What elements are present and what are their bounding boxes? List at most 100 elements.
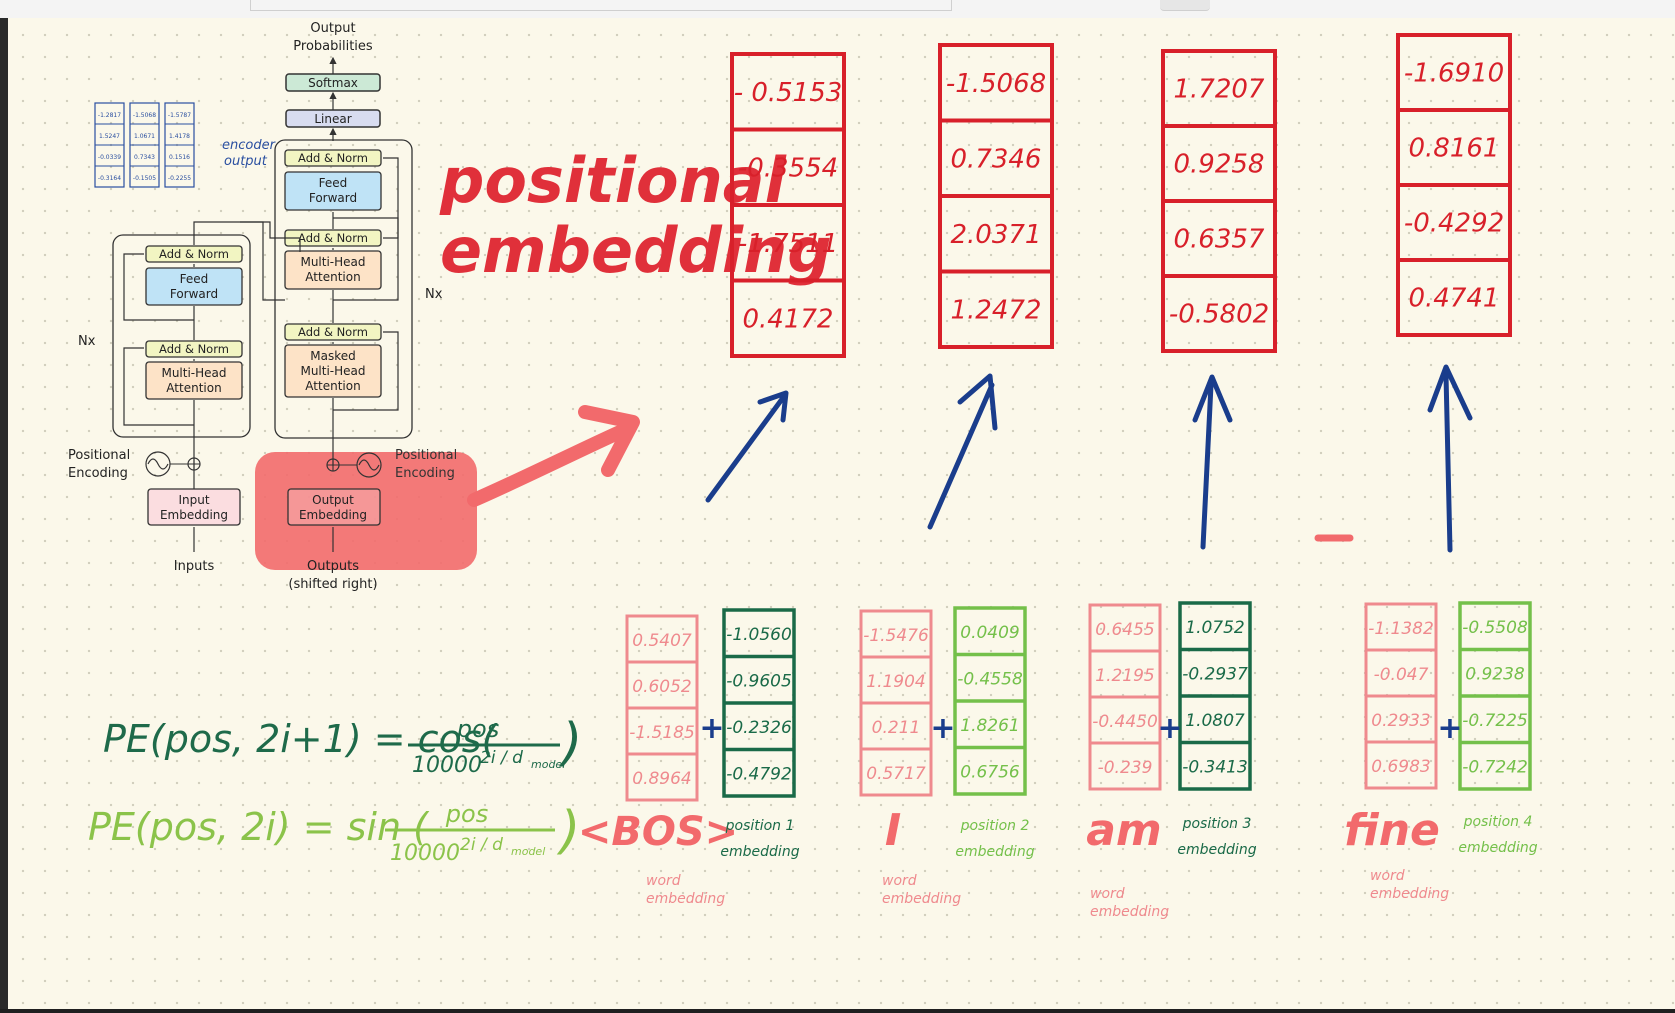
outputs-label: Outputs [307, 559, 359, 574]
output-vector-cell: 1.2472 [951, 295, 1042, 325]
encoder-feed-forward [145, 267, 243, 306]
transformer-diagram: Output Probabilities Softmax Linear Add … [68, 21, 477, 592]
softmax-label: Softmax [308, 76, 358, 90]
position-embedding-cell: 0.6756 [960, 763, 1020, 783]
input-embedding-label: Input [178, 493, 209, 507]
position-embedding-cell: -0.7242 [1462, 758, 1528, 778]
navy-arrows [705, 364, 1473, 553]
position-embedding-cell: -0.3413 [1182, 758, 1248, 778]
position-label: position 1 [725, 818, 795, 834]
softmax-block [285, 73, 381, 92]
decoder-add-norm-3-label: Add & Norm [298, 151, 368, 165]
encoder-add-norm-2-label: Add & Norm [159, 247, 229, 261]
navy-arrow-3 [1200, 382, 1214, 550]
position-embedding-cell: 0.9238 [1465, 665, 1525, 685]
plus-icon: + [699, 711, 724, 746]
mini-matrix-cell: 0.7343 [134, 154, 155, 161]
heading-positional: positional [439, 144, 787, 217]
decoder-mha-label-2: Attention [305, 270, 360, 284]
output-vector-cell: -0.5802 [1169, 300, 1269, 330]
word-embedding-label: word [882, 873, 917, 889]
word-embedding-cell: 0.6983 [1371, 757, 1430, 777]
mini-matrix-cell: -1.5068 [133, 112, 156, 119]
decoder-nx-label: Nx [425, 287, 443, 302]
toolbar-button[interactable] [1160, 0, 1210, 11]
navy-arrow-1 [705, 392, 788, 503]
decoder-pos-enc-label: Positional [395, 448, 457, 463]
output-vectors: - 0.5153-0.3554-1.75110.4172-1.50680.734… [730, 33, 1512, 358]
position-label-2: embedding [1177, 842, 1256, 858]
navy-arrowhead-1 [757, 390, 789, 423]
formula-cos-num: pos [456, 715, 499, 743]
position-embedding-vector: -1.0560-0.9605-0.2326-0.4792 [722, 608, 796, 798]
highlight-blob [255, 452, 477, 570]
mini-matrix-cell: 1.0671 [134, 133, 155, 140]
decoder-masked-label: Masked [310, 349, 355, 363]
encoder-add-norm-1-label: Add & Norm [159, 342, 229, 356]
word-embedding-label-2: embedding [646, 891, 725, 907]
position-embedding-cell: -0.5508 [1462, 618, 1528, 638]
mini-matrix-cell: 0.1516 [169, 154, 190, 161]
output-embedding-label: Output [312, 493, 354, 507]
toolbar-tool[interactable] [250, 0, 952, 11]
decoder-add-norm-1-label: Add & Norm [298, 325, 368, 339]
output-vector-cell: 0.4172 [743, 304, 834, 334]
position-embedding-cell: -0.9605 [726, 672, 792, 692]
navy-arrow-4 [1443, 372, 1453, 553]
position-embedding-cell: 1.0807 [1185, 711, 1245, 731]
word-embedding-cell: -0.4450 [1092, 712, 1158, 732]
outputs-label-2: (shifted right) [288, 577, 377, 592]
encoder-output-label-2: output [224, 154, 268, 169]
big-red-arrow [467, 425, 627, 507]
output-embedding-block [287, 488, 381, 526]
position-embedding-cell: 0.0409 [960, 623, 1019, 643]
token-column-3: 0.64551.2195-0.4450-0.2391.0752-0.29371.… [1086, 601, 1257, 920]
notebook-canvas: Output Probabilities Softmax Linear Add … [8, 18, 1675, 1009]
word-embedding-cell: 0.211 [872, 718, 921, 738]
mini-matrix-cell: 1.4178 [169, 133, 190, 140]
navy-arrowhead-3 [1192, 374, 1233, 423]
decoder-mha-label: Multi-Head [300, 255, 365, 269]
decoder-feed-forward-label: Feed [319, 176, 348, 190]
position-label-2: embedding [720, 844, 799, 860]
output-vector-cell: -1.6910 [1404, 59, 1504, 89]
output-vector-cell: -0.4292 [1404, 209, 1504, 239]
plus-icon: + [1437, 711, 1462, 746]
position-label: position 4 [1463, 814, 1533, 830]
mini-matrix-cell: -0.0339 [98, 154, 121, 161]
encoder-pos-enc-label-2: Encoding [68, 466, 128, 481]
decoder-masked-label-2: Multi-Head [300, 364, 365, 378]
mini-matrix-cell: 1.5247 [99, 133, 120, 140]
output-vector-cell: 0.6357 [1174, 225, 1265, 255]
output-embedding-label-2: Embedding [299, 508, 367, 522]
mini-matrix-cell: -1.5787 [168, 112, 191, 119]
encoder-output-label: encoder [222, 138, 277, 153]
formula-sin: PE(pos, 2i) = sin ( pos 10000 2i / d mod… [88, 800, 580, 866]
output-vector-cell: 0.9258 [1174, 150, 1265, 180]
encoder-output-matrix: -1.28171.5247-0.0339-0.3164-1.50681.0671… [94, 102, 195, 188]
output-probabilities-label-2: Probabilities [293, 39, 373, 54]
formula-sin-sub: model [511, 845, 545, 858]
mini-matrix-cell: -0.1505 [133, 175, 156, 182]
app-toolbar [0, 0, 1675, 19]
drawing-surface: Output Probabilities Softmax Linear Add … [68, 21, 1538, 920]
word-embedding-cell: 0.2933 [1371, 711, 1430, 731]
decoder-add-norm-1 [284, 323, 382, 341]
encoder-mha-label: Multi-Head [161, 366, 226, 380]
position-label: position 3 [1182, 816, 1252, 832]
position-embedding-cell: -0.4792 [726, 765, 792, 785]
formula-sin-den: 10000 [390, 841, 460, 866]
position-embedding-cell: -0.2937 [1182, 665, 1248, 685]
position-embedding-cell: -0.2326 [726, 718, 792, 738]
output-vector-cell: -1.5068 [946, 69, 1046, 99]
encoder-mha-label-2: Attention [166, 381, 221, 395]
heading-embedding: embedding [440, 214, 832, 287]
decoder-multi-head-attention [284, 250, 382, 290]
encoder-frame [112, 234, 251, 438]
encoder-ff-label: Feed [180, 272, 209, 286]
output-vector-cell: 0.4741 [1409, 284, 1500, 314]
encoder-multi-head-attention [145, 361, 243, 400]
